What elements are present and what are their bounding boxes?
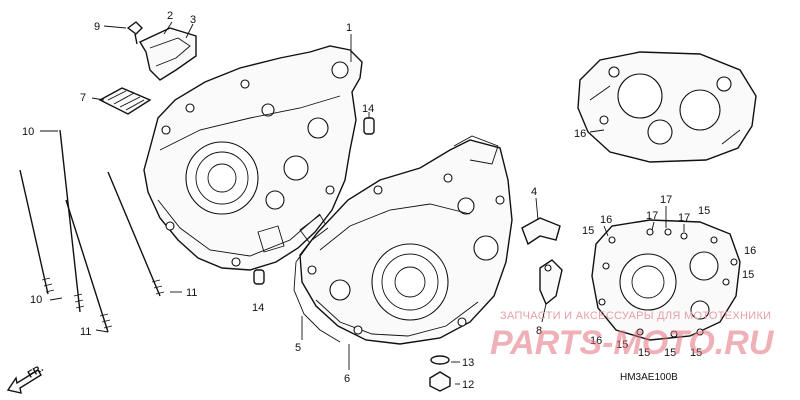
callout-6: 6: [344, 373, 350, 385]
front-label: FR.: [26, 363, 46, 381]
callout-7: 7: [80, 92, 86, 104]
front-direction-arrow: FR.: [6, 363, 46, 394]
callout-11-right: 11: [186, 287, 197, 299]
crankcase-gasket: [293, 227, 341, 343]
left-crankcase-half: [143, 45, 363, 271]
callout-8: 8: [536, 325, 542, 337]
callout-12: 12: [462, 379, 474, 391]
callout-2: 2: [167, 10, 173, 22]
callout-14-upper: 14: [362, 103, 374, 115]
watermark-tagline: ЗАПЧАСТИ И АКСЕССУАРЫ ДЛЯ МОТОТЕХНИКИ: [500, 310, 771, 322]
callout-labels: 1 2 3 4 5 6 7 8 9 10 10 11 11 12 13 14 1…: [22, 10, 756, 391]
callout-15-d: 15: [616, 339, 628, 351]
callout-15-g: 15: [690, 347, 702, 359]
right-crankcase-half: [299, 135, 513, 345]
callout-15-e: 15: [638, 347, 650, 359]
callout-13: 13: [462, 357, 474, 369]
crankcase-cover-top-view: [577, 51, 757, 163]
watermark: ЗАПЧАСТИ И АКСЕССУАРЫ ДЛЯ МОТОТЕХНИКИ PA…: [490, 310, 775, 362]
callout-15-c: 15: [742, 269, 754, 281]
callout-5: 5: [295, 342, 301, 354]
diagram-code: HM3AE100B: [620, 372, 678, 383]
callout-17-a: 17: [646, 210, 658, 222]
callout-10-lower: 10: [30, 294, 42, 306]
callout-15-b: 15: [698, 205, 710, 217]
callout-3: 3: [190, 14, 196, 26]
callout-16-top: 16: [574, 128, 586, 140]
callout-9: 9: [94, 21, 100, 33]
callout-11-lower: 11: [80, 326, 91, 338]
callout-16-b: 16: [744, 245, 756, 257]
leader-lines: [40, 21, 685, 385]
callout-10-upper: 10: [22, 126, 34, 138]
dowel-pin-lower: [253, 269, 265, 285]
watermark-logo: PARTS-MOTO.RU: [490, 324, 775, 362]
shift-drum-stopper: [521, 217, 561, 246]
callout-16-c: 16: [590, 335, 602, 347]
callout-4: 4: [531, 186, 537, 198]
callout-17-b: 17: [660, 194, 672, 206]
stud-bolts: [19, 129, 165, 333]
callout-15-a: 15: [582, 225, 594, 237]
drain-bolt: [429, 371, 451, 392]
breather-plate-assembly: [126, 21, 197, 81]
stopper-arm: [539, 259, 563, 306]
callout-15-f: 15: [664, 347, 676, 359]
crankcase-side-view: [591, 219, 741, 341]
callout-14-lower: 14: [252, 302, 264, 314]
dowel-pin-upper: [363, 117, 375, 135]
oil-strainer-screen: [98, 87, 152, 115]
callout-16-a: 16: [600, 214, 612, 226]
sealing-washer: [430, 355, 450, 365]
callout-1: 1: [346, 22, 352, 34]
callout-17-c: 17: [678, 212, 690, 224]
